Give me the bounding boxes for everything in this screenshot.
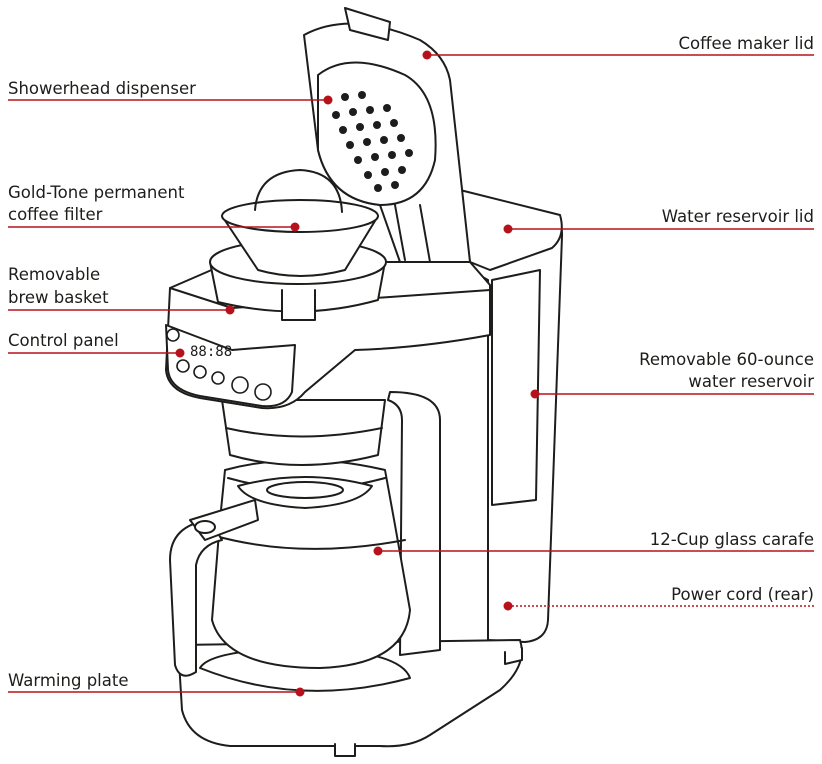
label-reservoir-line2: water reservoir	[688, 372, 814, 391]
label-water-reservoir-lid: Water reservoir lid	[661, 207, 814, 226]
carafe-handle	[169, 519, 223, 677]
label-filter-line2: coffee filter	[8, 205, 103, 224]
label-power-cord: Power cord (rear)	[671, 585, 814, 604]
label-reservoir-line1: Removable 60-ounce	[639, 350, 814, 369]
hour-icon[interactable]	[176, 359, 190, 373]
label-filter-line1: Gold-Tone permanent	[8, 183, 185, 202]
brew-icon[interactable]	[193, 365, 207, 379]
control-panel: 88:88	[166, 328, 272, 401]
minute-icon[interactable]	[254, 383, 272, 401]
reservoir-window	[491, 269, 541, 506]
program-icon[interactable]	[211, 371, 225, 385]
callout-lines	[8, 54, 814, 693]
label-warming-plate: Warming plate	[8, 671, 129, 690]
label-control-panel: Control panel	[8, 331, 119, 350]
hour-button-icon[interactable]	[231, 376, 249, 394]
label-showerhead-dispenser: Showerhead dispenser	[8, 79, 196, 98]
drip-funnel	[221, 399, 386, 466]
label-basket-line1: Removable	[8, 265, 101, 284]
showerhead-holes	[324, 91, 413, 192]
power-icon[interactable]	[166, 328, 180, 342]
callout-dots	[175, 50, 540, 697]
label-basket-line2: brew basket	[8, 288, 109, 307]
label-glass-carafe: 12-Cup glass carafe	[649, 530, 814, 549]
label-coffee-maker-lid: Coffee maker lid	[678, 34, 814, 53]
display-readout: 88:88	[190, 344, 232, 360]
